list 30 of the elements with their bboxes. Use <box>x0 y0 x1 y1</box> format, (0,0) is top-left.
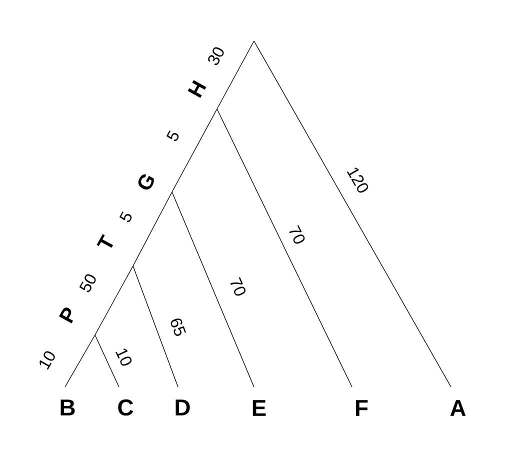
branch-line <box>94 334 120 388</box>
edge-label: 65 <box>168 315 188 339</box>
node-label: G <box>138 174 154 190</box>
branch-line <box>254 40 452 388</box>
edge-label: 30 <box>205 44 227 68</box>
branch-line <box>132 266 178 388</box>
edge-label: 5 <box>117 208 135 226</box>
edge-label: 70 <box>228 275 248 299</box>
branch-line <box>94 266 134 336</box>
node-label: P <box>59 308 74 324</box>
branch-line <box>64 334 96 388</box>
edge-label: 70 <box>286 222 308 248</box>
taxon-label: F <box>356 400 368 416</box>
taxon-label: D <box>176 400 190 416</box>
edge-label: 50 <box>77 270 99 296</box>
taxon-label: C <box>118 399 134 416</box>
branch-line <box>216 40 254 110</box>
taxon-label: B <box>60 400 75 416</box>
taxon-label: E <box>252 400 266 416</box>
edge-label: 10 <box>36 348 58 372</box>
branch-line <box>172 108 218 192</box>
branch-line <box>172 192 254 388</box>
node-label: T <box>96 234 114 248</box>
edge-label: 10 <box>114 344 134 370</box>
node-label: H <box>188 80 206 98</box>
edge-label: 5 <box>164 128 182 144</box>
taxon-label: A <box>450 400 466 416</box>
branch-line <box>132 192 172 266</box>
branch-line <box>216 108 352 388</box>
edge-label: 120 <box>344 164 372 196</box>
